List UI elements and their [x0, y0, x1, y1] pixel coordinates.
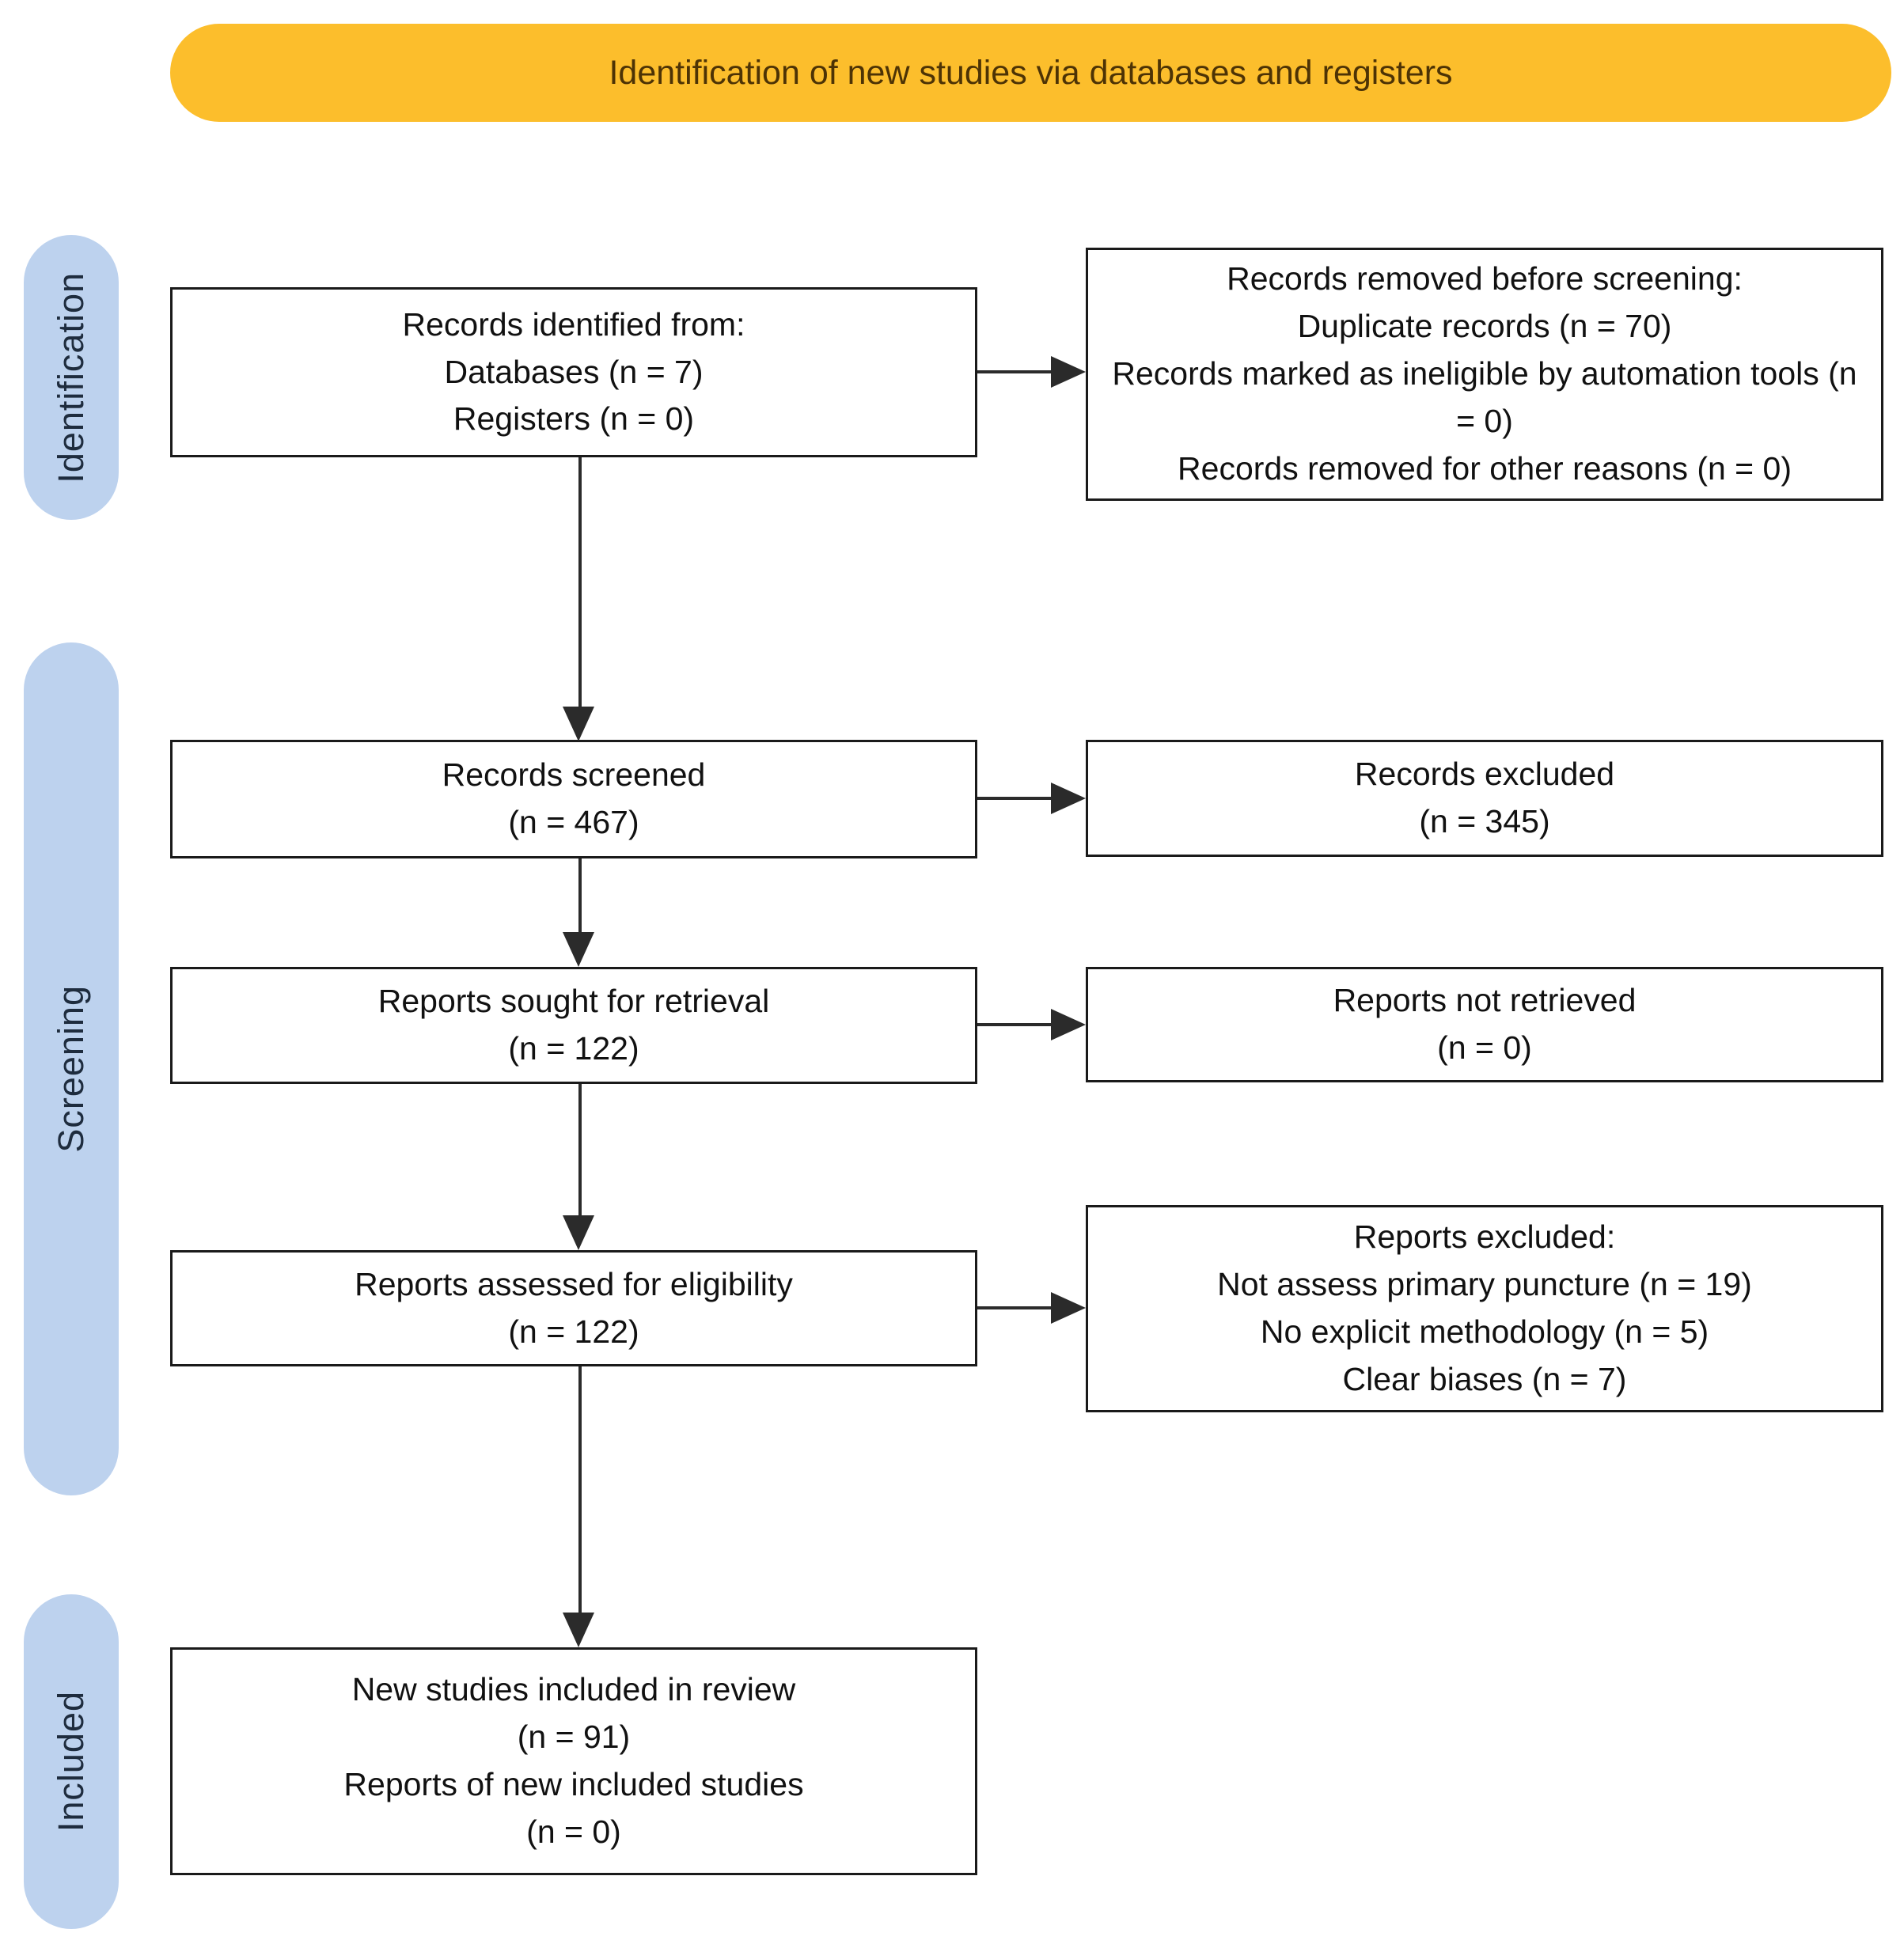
- box-line: Records removed for other reasons (n = 0…: [1178, 449, 1792, 487]
- stage-label-identification-text: Identification: [51, 271, 91, 483]
- arrow-line: [578, 457, 582, 711]
- box-line: Reports excluded:: [1353, 1218, 1616, 1256]
- box-line: Clear biases (n = 7): [1342, 1360, 1627, 1397]
- arrow-head-right-icon: [1051, 783, 1086, 814]
- stage-label-screening: Screening: [24, 642, 119, 1495]
- box-line: Registers (n = 0): [453, 400, 695, 438]
- arrow-line: [977, 1023, 1053, 1026]
- arrow-head-down-icon: [563, 1215, 594, 1250]
- box-line: (n = 122): [508, 1030, 639, 1067]
- box-line: Reports sought for retrieval: [377, 983, 770, 1020]
- arrow-line: [578, 1084, 582, 1217]
- records-excluded-box: Records excluded (n = 345): [1086, 740, 1883, 857]
- arrow-head-down-icon: [563, 1613, 594, 1647]
- reports-excluded-box: Reports excluded: Not assess primary pun…: [1086, 1205, 1883, 1412]
- arrow-line: [977, 370, 1053, 373]
- box-line: Reports assessed for eligibility: [355, 1265, 793, 1302]
- box-line: New studies included in review: [351, 1671, 796, 1708]
- records-removed-box: Records removed before screening: Duplic…: [1086, 248, 1883, 501]
- stage-label-identification: Identification: [24, 235, 119, 520]
- arrow-head-down-icon: [563, 707, 594, 741]
- arrow-line: [977, 1306, 1053, 1309]
- arrow-head-right-icon: [1051, 1292, 1086, 1324]
- box-line: Records removed before screening:: [1227, 260, 1743, 298]
- phase-banner: Identification of new studies via databa…: [170, 24, 1891, 122]
- box-line: Reports of new included studies: [343, 1766, 804, 1802]
- box-line: (n = 91): [517, 1719, 631, 1756]
- box-line: No explicit methodology (n = 5): [1260, 1313, 1709, 1350]
- stage-label-screening-text: Screening: [51, 985, 91, 1153]
- box-line: (n = 122): [508, 1313, 639, 1350]
- arrow-line: [578, 858, 582, 934]
- reports-not-retrieved-box: Reports not retrieved (n = 0): [1086, 967, 1883, 1082]
- stage-label-included-text: Included: [51, 1691, 91, 1832]
- arrow-line: [977, 797, 1053, 800]
- arrow-head-right-icon: [1051, 356, 1086, 388]
- box-line: Not assess primary puncture (n = 19): [1217, 1266, 1752, 1303]
- box-line: (n = 0): [526, 1813, 621, 1850]
- box-line: Records identified from:: [402, 305, 745, 343]
- box-line: Reports not retrieved: [1333, 982, 1637, 1019]
- arrow-head-right-icon: [1051, 1009, 1086, 1040]
- new-studies-included-box: New studies included in review (n = 91) …: [170, 1647, 977, 1875]
- records-screened-box: Records screened (n = 467): [170, 740, 977, 858]
- box-line: (n = 345): [1419, 803, 1550, 839]
- phase-banner-label: Identification of new studies via databa…: [609, 53, 1453, 92]
- stage-label-included: Included: [24, 1594, 119, 1929]
- box-line: Duplicate records (n = 70): [1297, 308, 1672, 345]
- box-line: Databases (n = 7): [444, 353, 704, 390]
- arrow-head-down-icon: [563, 932, 594, 967]
- box-line: Records marked as ineligible by automati…: [1112, 355, 1857, 439]
- reports-sought-box: Reports sought for retrieval (n = 122): [170, 967, 977, 1084]
- box-line: Records excluded: [1354, 756, 1615, 793]
- reports-assessed-box: Reports assessed for eligibility (n = 12…: [170, 1250, 977, 1366]
- box-line: Records screened: [442, 756, 706, 794]
- records-identified-box: Records identified from: Databases (n = …: [170, 287, 977, 457]
- box-line: (n = 0): [1437, 1029, 1532, 1066]
- box-line: (n = 467): [508, 804, 639, 840]
- arrow-line: [578, 1366, 582, 1614]
